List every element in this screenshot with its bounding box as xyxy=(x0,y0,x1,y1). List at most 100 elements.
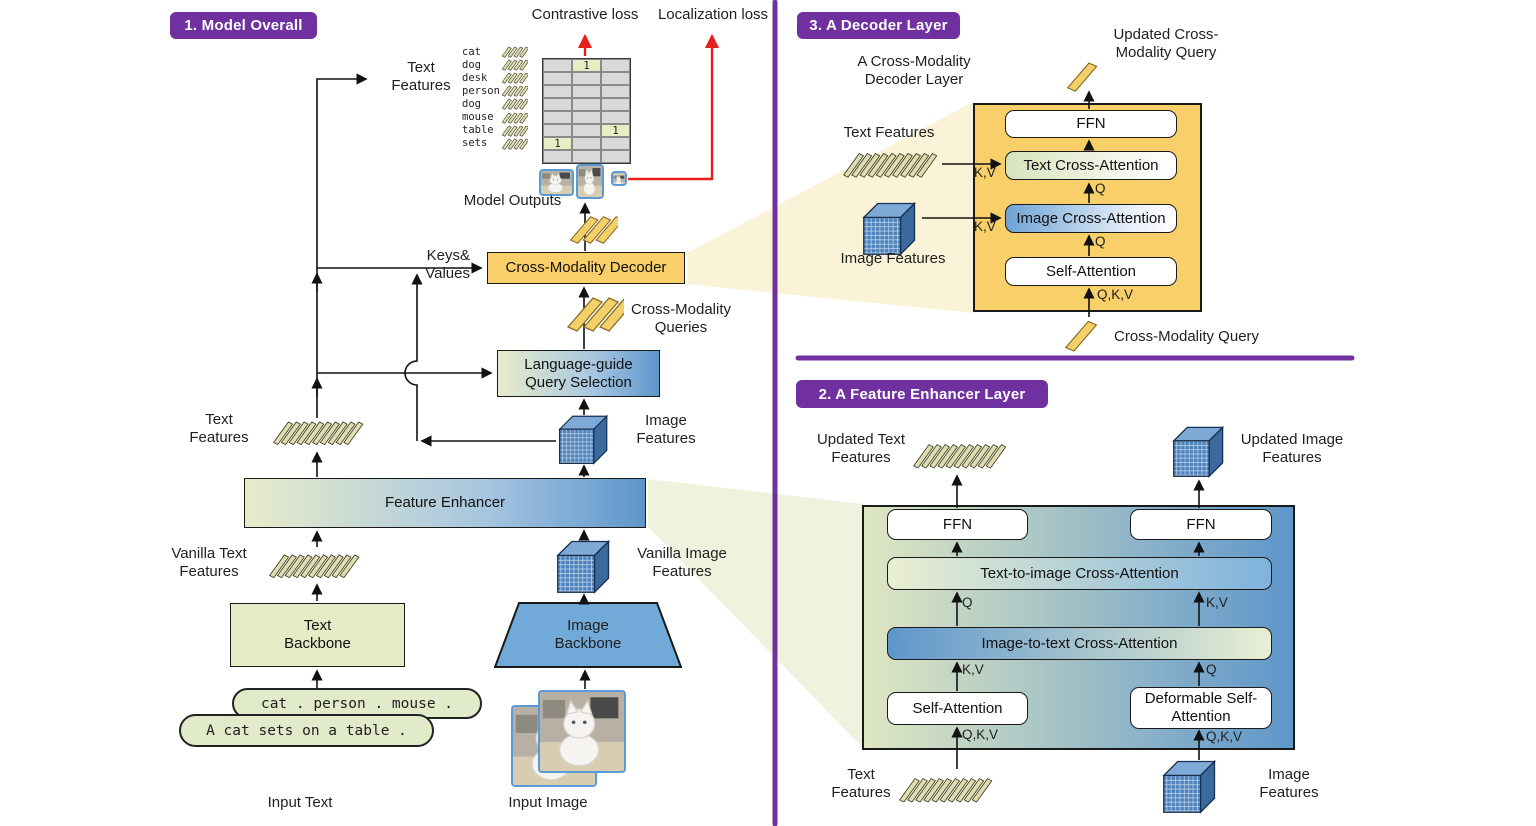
model-output-queries-icon xyxy=(552,212,618,244)
matrix-cell xyxy=(601,150,630,163)
text-backbone-label: Text Backbone xyxy=(284,617,351,652)
word-vector-icon xyxy=(501,111,528,124)
decoder-text-features-bar-icon xyxy=(842,148,938,178)
enhancer-ffn-left-label: FFN xyxy=(942,515,973,533)
text-cross-attention-label: Text Cross-Attention xyxy=(1023,156,1159,174)
output-image-1 xyxy=(539,169,574,196)
matrix-cell xyxy=(543,59,572,72)
input-text-pill-top-label: cat . person . mouse . xyxy=(260,695,454,712)
deformable-self-attention-box: Deformable Self-Attention xyxy=(1130,687,1272,729)
updated-text-features-label: Updated Text Features xyxy=(816,431,906,467)
panel3-badge: 3. A Decoder Layer xyxy=(797,12,960,39)
word-label: person xyxy=(462,84,500,97)
decoder-image-features-label: Image Features xyxy=(840,250,946,267)
word-vector-icon xyxy=(501,71,528,84)
contrastive-loss-label: Contrastive loss xyxy=(531,6,639,23)
updated-query-bar-icon xyxy=(1066,58,1100,92)
input-text-pill-bottom-label: A cat sets on a table . xyxy=(206,722,407,739)
output-image-3 xyxy=(611,171,627,186)
word-vector-icon xyxy=(501,137,528,150)
enhancer-ffn-right-label: FFN xyxy=(1186,515,1216,533)
panel3-badge-label: 3. A Decoder Layer xyxy=(809,17,948,34)
word-row: table xyxy=(462,124,528,137)
cross-modality-queries-icon xyxy=(548,292,624,332)
matrix-cell: 1 xyxy=(543,137,572,150)
model-outputs-label: Model Outputs xyxy=(463,192,562,209)
word-vector-icon xyxy=(501,45,528,58)
word-label: desk xyxy=(462,71,488,84)
text-ca-kv-label: K,V xyxy=(974,165,996,180)
word-label: dog xyxy=(462,58,481,71)
image-features-mid-label: Image Features xyxy=(636,412,696,448)
self-attn-qkv-label: Q,K,V xyxy=(962,727,999,742)
image-features-cube-icon xyxy=(558,413,610,465)
word-vector-icon xyxy=(501,124,528,137)
matrix-cell: 1 xyxy=(601,124,630,137)
image-ca-q-label: Q xyxy=(1095,234,1106,249)
input-text-label: Input Text xyxy=(267,794,333,811)
input-image-front xyxy=(538,690,626,773)
input-image-label: Input Image xyxy=(508,794,588,811)
text-cross-attention-box: Text Cross-Attention xyxy=(1005,151,1177,180)
localization-loss-arrow xyxy=(628,33,720,181)
text-features-mid-bar-icon xyxy=(272,416,364,446)
text-ca-q-label: Q xyxy=(1095,181,1106,196)
i2t-q-label: Q xyxy=(1206,662,1217,677)
keys-values-label: Keys& Values xyxy=(425,247,470,283)
enhancer-ffn-right-box: FFN xyxy=(1130,509,1272,540)
word-row: dog xyxy=(462,97,528,110)
image-backbone-label: Image Backbone xyxy=(554,617,622,653)
enhancer-self-attention-box: Self-Attention xyxy=(887,692,1028,725)
image-to-text-cross-attention-label: Image-to-text Cross-Attention xyxy=(981,634,1178,652)
cross-modality-query-label: Cross-Modality Query xyxy=(1114,328,1260,345)
enhancer-image-features-cube-icon xyxy=(1162,758,1218,814)
word-vector-icon xyxy=(501,97,528,110)
decoder-layer-title: A Cross-Modality Decoder Layer xyxy=(857,53,971,89)
matrix-cell xyxy=(572,124,601,137)
cross-modality-decoder-box: Cross-Modality Decoder xyxy=(487,252,685,284)
image-to-text-cross-attention-box: Image-to-text Cross-Attention xyxy=(887,627,1272,660)
matrix-cell xyxy=(572,98,601,111)
matrix-cell xyxy=(572,111,601,124)
matrix-cell xyxy=(543,85,572,98)
input-text-pill-bottom: A cat sets on a table . xyxy=(179,714,434,747)
panel2-badge-label: 2. A Feature Enhancer Layer xyxy=(818,385,1026,403)
enhancer-self-attention-label: Self-Attention xyxy=(912,699,1003,717)
decoder-ffn-label: FFN xyxy=(1076,115,1106,132)
text-features-top-label: Text Features xyxy=(391,59,451,95)
matrix-cell xyxy=(572,72,601,85)
word-label: cat xyxy=(462,45,481,58)
matrix-cell xyxy=(543,111,572,124)
deformable-self-attention-label: Deformable Self-Attention xyxy=(1144,690,1258,725)
panel2-badge: 2. A Feature Enhancer Layer xyxy=(796,380,1048,408)
matrix-cell xyxy=(543,98,572,111)
i2t-kv-label: K,V xyxy=(962,662,984,677)
matrix-cell xyxy=(543,72,572,85)
word-row: mouse xyxy=(462,110,528,123)
word-row: desk xyxy=(462,71,528,84)
decoder-self-attention-label: Self-Attention xyxy=(1045,262,1137,280)
panel1-badge-label: 1. Model Overall xyxy=(184,17,303,34)
vanilla-text-bar-icon xyxy=(268,548,360,580)
word-row: cat xyxy=(462,45,528,58)
vanilla-image-features-label: Vanilla Image Features xyxy=(637,545,727,581)
cross-modality-decoder-label: Cross-Modality Decoder xyxy=(505,259,667,276)
matrix-cell xyxy=(601,59,630,72)
matrix-cell xyxy=(543,124,572,137)
updated-cross-modality-query-label: Updated Cross-Modality Query xyxy=(1113,26,1219,62)
matrix-cell xyxy=(601,137,630,150)
matrix-cell xyxy=(601,85,630,98)
image-backbone-trapezoid xyxy=(494,602,682,668)
word-label: dog xyxy=(462,97,481,110)
t2i-q-label: Q xyxy=(962,595,973,610)
panel1-badge: 1. Model Overall xyxy=(170,12,317,39)
enhancer-text-features-bar-icon xyxy=(898,772,993,804)
output-image-2 xyxy=(576,164,604,199)
text-to-image-cross-attention-box: Text-to-image Cross-Attention xyxy=(887,557,1272,590)
decoder-text-features-label: Text Features xyxy=(843,124,935,141)
enhancer-image-features-label: Image Features xyxy=(1259,766,1319,802)
word-vector-icon xyxy=(501,84,528,97)
